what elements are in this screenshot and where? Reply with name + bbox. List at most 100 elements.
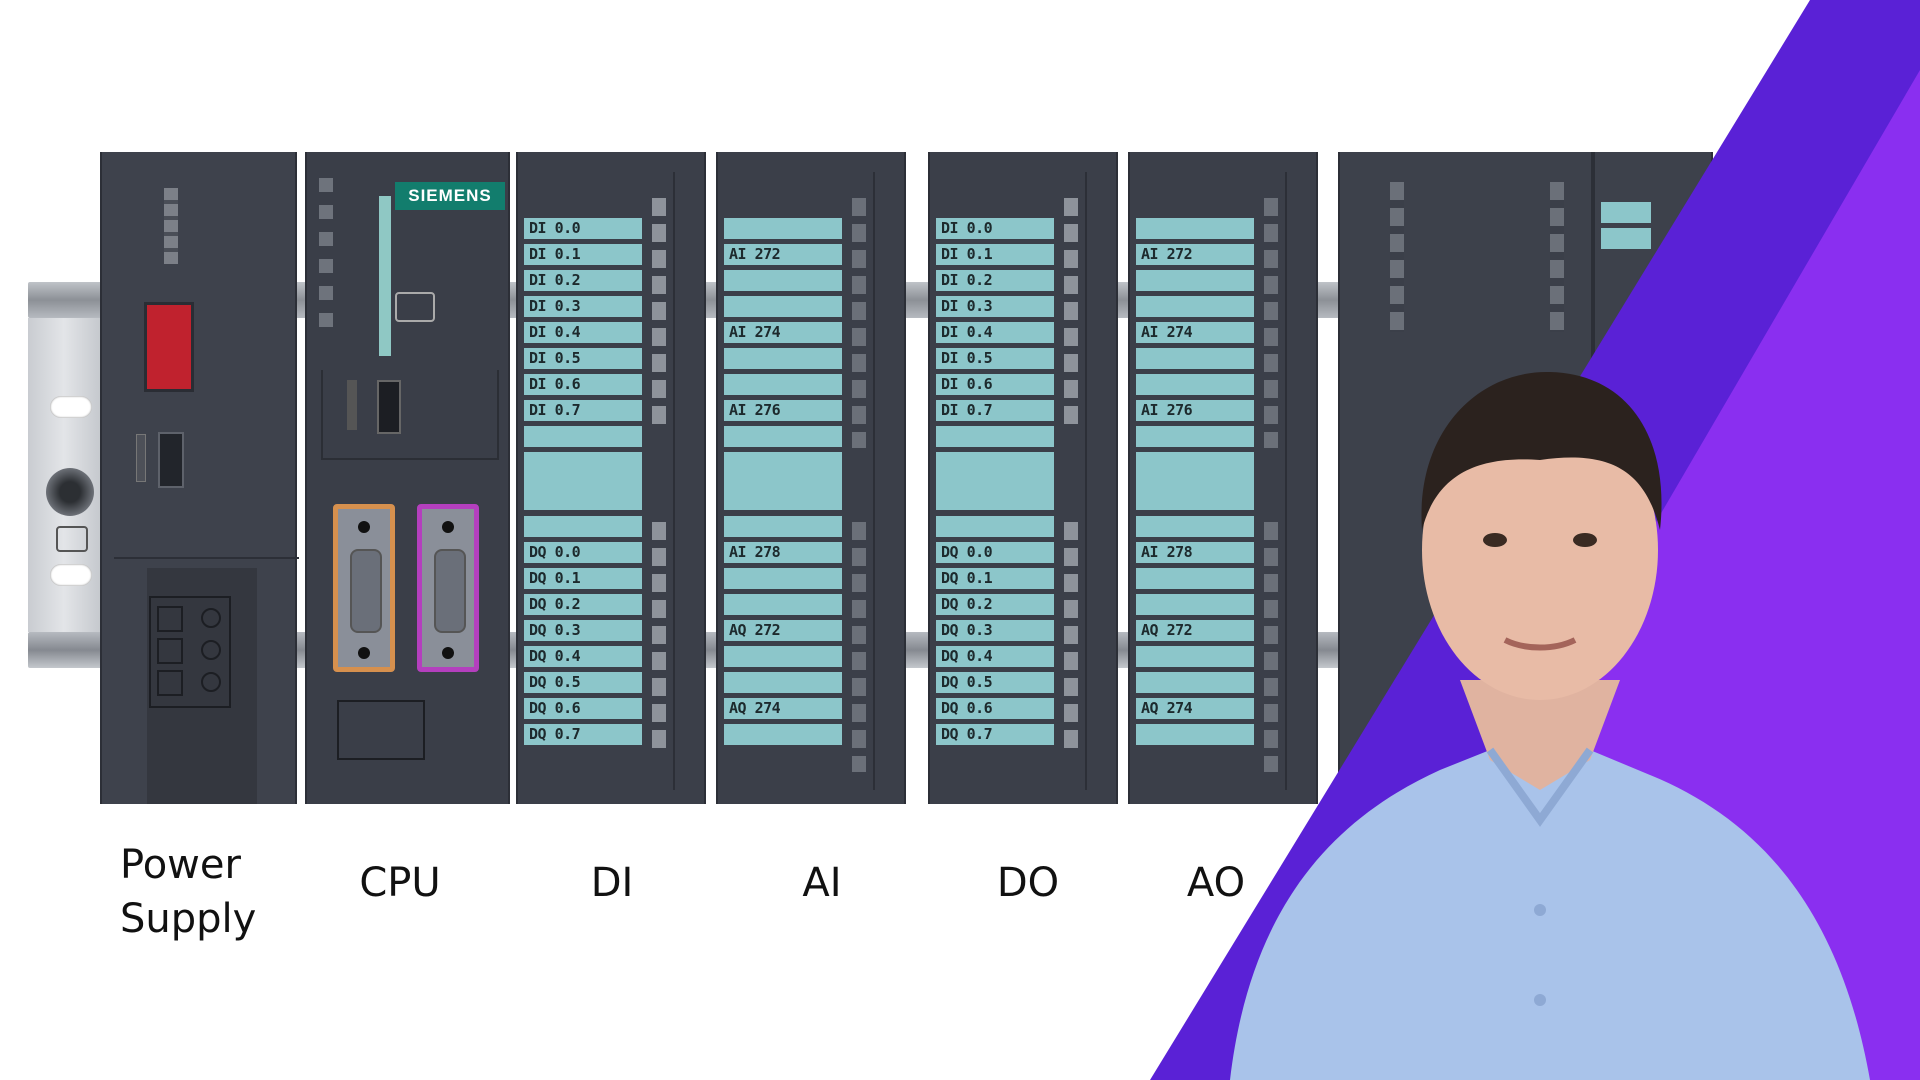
toggle-switch [136,434,146,482]
io-address-cell: AI 272 [1136,244,1254,265]
io-address-cell: DQ 0.6 [936,698,1054,719]
rail-slot [50,396,92,418]
io-address-cell: DI 0.2 [524,270,642,291]
io-blank-cell [524,452,642,510]
io-blank-cell [1136,568,1254,589]
io-blank-cell [724,568,842,589]
io-address-cell: DQ 0.2 [524,594,642,615]
shirt [1230,750,1870,1080]
do-module: DI 0.0 DI 0.1 DI 0.2 DI 0.3 DI 0.4 DI 0.… [928,152,1118,804]
collar [1486,747,1594,827]
terminal-square [157,606,183,632]
label-cpu: CPU [359,860,441,906]
power-terminal [147,568,257,804]
cpu-module: SIEMENS [305,152,510,804]
siemens-logo: SIEMENS [395,182,505,210]
run-stop-switch [377,380,401,434]
module-front-cover [673,172,705,790]
io-address-cell: DQ 0.5 [936,672,1054,693]
io-address-cell: AI 274 [724,322,842,343]
terminal-circle [201,608,221,628]
io-address-cell: DQ 0.3 [524,620,642,641]
presenter-avatar [1230,371,1870,1080]
module-front-cover [873,172,905,790]
status-led-column [1064,198,1078,424]
io-address-cell: DQ 0.0 [524,542,642,563]
ai-module: AI 272 AI 274 AI 276 AI 278 AQ 272 AQ 27… [716,152,906,804]
di-module: DI 0.0 DI 0.1 DI 0.2 DI 0.3 DI 0.4 DI 0.… [516,152,706,804]
io-address-cell: DI 0.2 [936,270,1054,291]
label-ao: AO [1186,860,1246,906]
cpu-terminal-icon [337,700,425,760]
status-led-column [852,198,866,448]
eject-icon [395,292,435,322]
io-address-cell: AI 278 [1136,542,1254,563]
io-blank-cell [724,646,842,667]
io-address-cell: AI 278 [724,542,842,563]
io-address-cell: AI 276 [1136,400,1254,421]
io-address-cell: DI 0.1 [936,244,1054,265]
io-address-cell: DI 0.3 [524,296,642,317]
left-eye [1483,533,1507,547]
io-address-cell: DQ 0.1 [524,568,642,589]
dsub-connector-icon [434,549,466,633]
io-address-cell: DI 0.6 [936,374,1054,395]
io-blank-cell [936,516,1054,537]
module-front-cover [1285,172,1317,790]
io-address-cell: AQ 272 [724,620,842,641]
label-power-supply: Power Supply [120,838,280,946]
power-supply-panel [114,152,299,559]
rail-slot [50,564,92,586]
io-address-cell: AI 272 [724,244,842,265]
right-eye [1573,533,1597,547]
label-power-line1: Power [120,842,241,888]
label-do: DO [996,860,1060,906]
mode-switch-guide [347,380,357,430]
io-address-cell: DI 0.3 [936,296,1054,317]
status-led-column [164,188,178,264]
hair [1421,371,1662,530]
io-blank-cell [724,374,842,395]
port-screw [442,521,454,533]
io-blank-cell [1136,646,1254,667]
io-blank-cell [1601,228,1651,249]
io-address-cell: DQ 0.5 [524,672,642,693]
status-led-column [1390,182,1404,332]
power-switch [158,432,184,488]
io-address-cell: DQ 0.4 [936,646,1054,667]
label-power-line2: Supply [120,896,257,942]
io-address-cell: AI 274 [1136,322,1254,343]
ao-module: AI 272 AI 274 AI 276 AI 278 AQ 272 AQ 27… [1128,152,1318,804]
status-led-column [652,198,666,424]
terminal-square [157,670,183,696]
voltage-selector-switch [144,302,194,392]
io-address-cell: AQ 274 [1136,698,1254,719]
io-blank-cell [936,426,1054,447]
port-screw [442,647,454,659]
io-blank-cell [724,296,842,317]
status-led-column [852,522,866,772]
status-led-column [1064,522,1078,748]
mode-selector [321,370,499,460]
power-supply-module [100,152,299,804]
terminal-square [157,638,183,664]
io-address-cell: DI 0.0 [936,218,1054,239]
io-blank-cell [1136,426,1254,447]
module-front-cover [1085,172,1117,790]
io-address-cell: DQ 0.4 [524,646,642,667]
io-address-cell: DI 0.4 [936,322,1054,343]
io-blank-cell [724,426,842,447]
mpi-port [333,504,395,672]
io-blank-cell [936,452,1054,510]
face [1422,400,1658,700]
io-blank-cell [1136,218,1254,239]
io-address-cell: AQ 274 [724,698,842,719]
terminal-circle [201,640,221,660]
io-address-cell: DI 0.1 [524,244,642,265]
io-address-cell: DQ 0.3 [936,620,1054,641]
status-led-column [1264,522,1278,772]
io-address-cell: DI 0.5 [524,348,642,369]
io-blank-cell [1136,516,1254,537]
io-address-cell: AQ 272 [1136,620,1254,641]
